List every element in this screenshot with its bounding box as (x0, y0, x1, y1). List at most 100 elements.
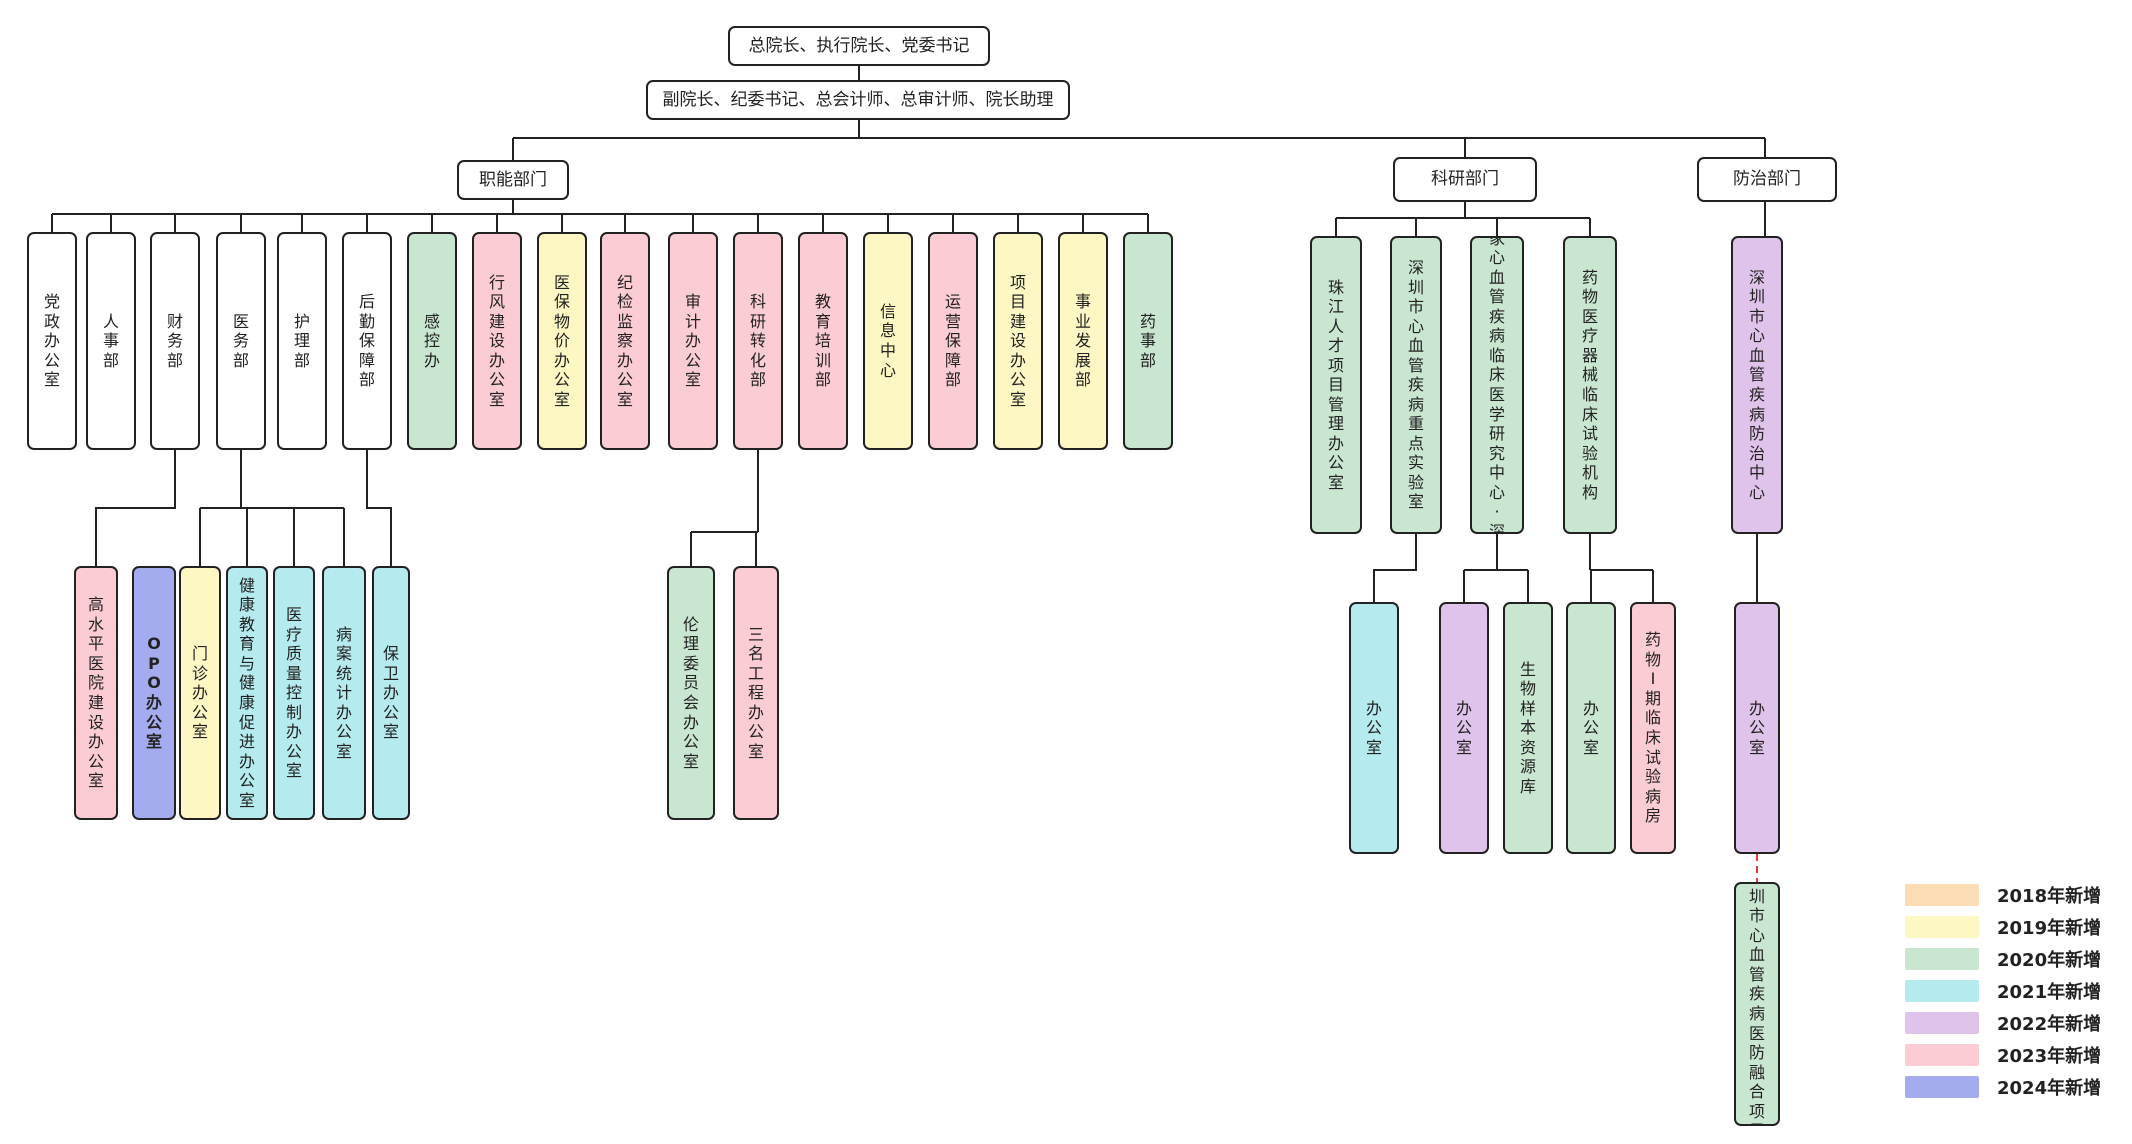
legend-item-2021: 2021年新增 (1905, 979, 2101, 1003)
office-medical-records: 病案统计办公室 (322, 566, 366, 820)
unit-biobank: 生物样本资源库 (1503, 602, 1553, 854)
legend-label: 2019年新增 (1997, 918, 2102, 939)
node-label: 健康教育与健康促进办公室 (238, 575, 255, 810)
legend-swatch (1905, 1012, 1979, 1034)
node-label: 医务部 (232, 311, 249, 370)
node-label: 职能部门 (479, 169, 547, 190)
dept-nursing: 护理部 (277, 232, 327, 450)
node-label: 珠江人才项目管理办公室 (1327, 277, 1344, 492)
legend-swatch (1905, 980, 1979, 1002)
node-label: 门诊办公室 (191, 644, 208, 742)
node-label: 副院长、纪委书记、总会计师、总审计师、院长助理 (662, 89, 1054, 110)
dept-logistics: 后勤保障部 (342, 232, 392, 450)
office-prevention-center: 办公室 (1734, 602, 1780, 854)
dept-discipline-inspection: 纪检监察办公室 (600, 232, 650, 450)
unit-national-clinical-research-center: 国家心血管疾病临床医学研究中心·深圳 (1470, 236, 1524, 534)
office-clinical-trial: 办公室 (1566, 602, 1616, 854)
legend-item-2020: 2020年新增 (1905, 947, 2101, 971)
unit-key-laboratory: 深圳市心血管疾病重点实验室 (1390, 236, 1442, 534)
node-research-departments: 科研部门 (1393, 157, 1537, 202)
legend-item-2023: 2023年新增 (1905, 1043, 2101, 1067)
dept-insurance-pricing: 医保物价办公室 (537, 232, 587, 450)
dept-information-center: 信息中心 (863, 232, 913, 450)
dept-project-construction: 项目建设办公室 (993, 232, 1043, 450)
legend-swatch (1905, 916, 1979, 938)
node-label: 审计办公室 (684, 292, 701, 390)
office-security: 保卫办公室 (372, 566, 410, 820)
legend-label: 2024年新增 (1997, 1078, 2102, 1099)
office-key-lab: 办公室 (1349, 602, 1399, 854)
unit-clinical-trial-institution: 药物医疗器械临床试验机构 (1563, 236, 1617, 534)
node-label: 财务部 (166, 311, 183, 370)
office-ethics-committee: 伦理委员会办公室 (667, 566, 715, 820)
node-label: 高水平医院建设办公室 (87, 595, 104, 791)
office-national-center: 办公室 (1439, 602, 1489, 854)
node-label: 保卫办公室 (382, 644, 399, 742)
node-label: OPO办公室 (145, 634, 162, 752)
node-label: 病案统计办公室 (335, 624, 352, 761)
legend-item-2022: 2022年新增 (1905, 1011, 2101, 1035)
node-label: 办公室 (1748, 698, 1765, 757)
legend-label: 2018年新增 (1997, 886, 2102, 907)
node-label: 行风建设办公室 (488, 272, 505, 409)
node-vice-president: 副院长、纪委书记、总会计师、总审计师、院长助理 (646, 80, 1070, 120)
node-label: 感控办 (423, 311, 440, 370)
dept-research-transfer: 科研转化部 (733, 232, 783, 450)
node-label: 深圳市心血管疾病重点实验室 (1407, 258, 1424, 512)
node-label: 教育培训部 (814, 292, 831, 390)
node-label: 三名工程办公室 (747, 624, 764, 761)
office-outpatient: 门诊办公室 (179, 566, 221, 820)
node-label: 总院长、执行院长、党委书记 (748, 35, 970, 56)
node-label: 药事部 (1139, 311, 1156, 370)
dept-education-training: 教育培训部 (798, 232, 848, 450)
office-three-famous-project: 三名工程办公室 (733, 566, 779, 820)
node-label: 党政办公室 (43, 292, 60, 390)
node-label: 科研部门 (1431, 169, 1499, 190)
node-label: 防治部门 (1733, 169, 1801, 190)
unit-phase-one-ward: 药物Ⅰ期临床试验病房 (1630, 602, 1676, 854)
node-label: 医疗质量控制办公室 (285, 605, 302, 781)
node-prevention-departments: 防治部门 (1697, 157, 1837, 202)
legend-item-2019: 2019年新增 (1905, 915, 2101, 939)
legend-item-2024: 2024年新增 (1905, 1075, 2101, 1099)
office-high-level-hospital: 高水平医院建设办公室 (74, 566, 118, 820)
legend-item-2018: 2018年新增 (1905, 883, 2101, 907)
legend-swatch (1905, 884, 1979, 906)
dept-medical-affairs: 医务部 (216, 232, 266, 450)
node-label: 事业发展部 (1074, 292, 1091, 390)
node-label: 纪检监察办公室 (616, 272, 633, 409)
legend-label: 2022年新增 (1997, 1014, 2102, 1035)
node-label: 深圳市心血管疾病防治中心 (1748, 267, 1765, 502)
node-label: 护理部 (293, 311, 310, 370)
node-label: 医保物价办公室 (553, 272, 570, 409)
legend-label: 2020年新增 (1997, 950, 2102, 971)
legend-swatch (1905, 1076, 1979, 1098)
legend-swatch (1905, 948, 1979, 970)
node-label: 人事部 (102, 311, 119, 370)
node-label: 后勤保障部 (358, 292, 375, 390)
node-label: 办公室 (1582, 698, 1599, 757)
node-label: 办公室 (1365, 698, 1382, 757)
dept-finance: 财务部 (150, 232, 200, 450)
legend-swatch (1905, 1044, 1979, 1066)
node-label: 深圳市心血管疾病医防融合项目 (1748, 884, 1765, 1124)
node-label: 国家心血管疾病临床医学研究中心·深圳 (1488, 236, 1505, 534)
legend-label: 2023年新增 (1997, 1046, 2102, 1067)
node-label: 药物Ⅰ期临床试验病房 (1644, 630, 1661, 826)
node-label: 信息中心 (879, 301, 896, 380)
node-label: 项目建设办公室 (1009, 272, 1026, 409)
legend-label: 2021年新增 (1997, 982, 2102, 1003)
office-health-education: 健康教育与健康促进办公室 (226, 566, 268, 820)
dept-party-office: 党政办公室 (27, 232, 77, 450)
dept-business-development: 事业发展部 (1058, 232, 1108, 450)
node-label: 办公室 (1455, 698, 1472, 757)
node-label: 生物样本资源库 (1519, 659, 1536, 796)
unit-prevention-integration-project: 深圳市心血管疾病医防融合项目 (1734, 882, 1780, 1126)
dept-operations-support: 运营保障部 (928, 232, 978, 450)
dept-audit: 审计办公室 (668, 232, 718, 450)
node-label: 药物医疗器械临床试验机构 (1581, 267, 1598, 502)
office-quality-control: 医疗质量控制办公室 (273, 566, 315, 820)
node-label: 运营保障部 (944, 292, 961, 390)
